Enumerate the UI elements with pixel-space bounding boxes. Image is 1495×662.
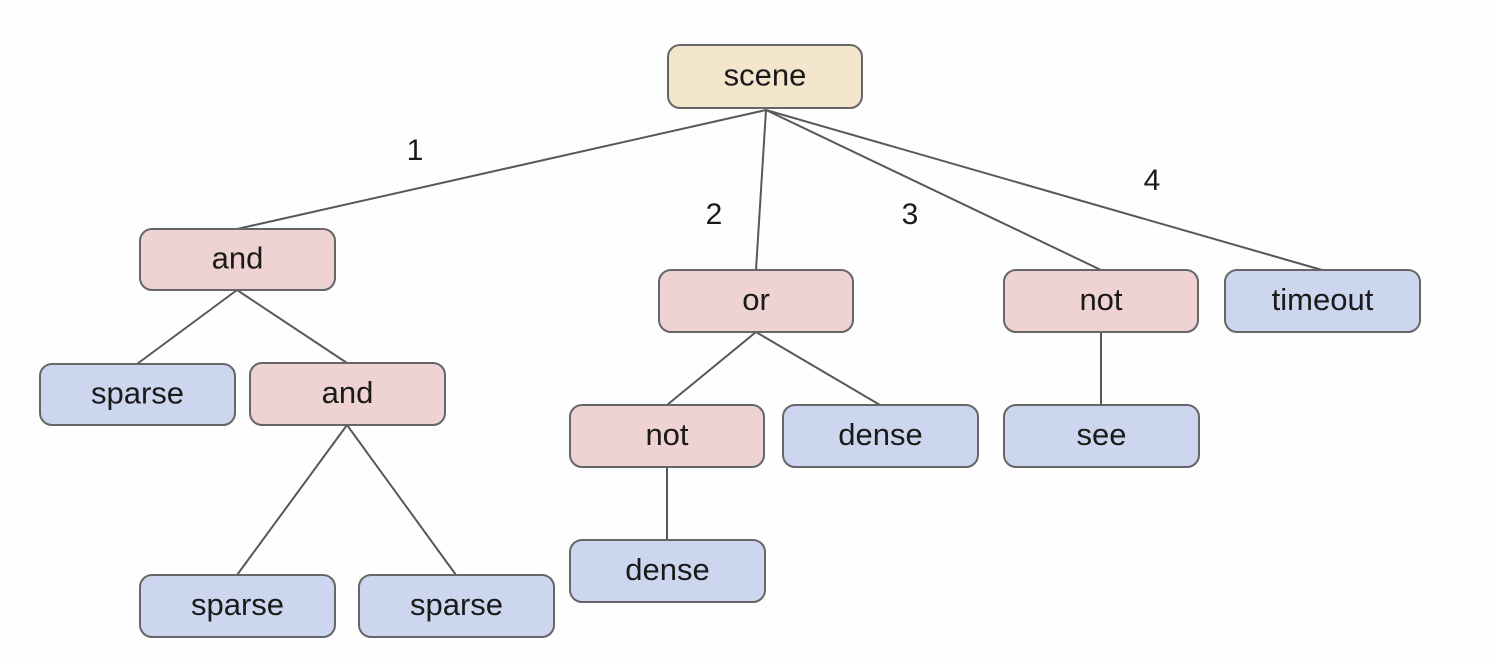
node-or1[interactable]: or — [658, 269, 854, 333]
node-timeout[interactable]: timeout — [1224, 269, 1421, 333]
edge-and2-to-sparse2 — [236, 424, 348, 576]
edge-scene-to-or1 — [755, 109, 767, 271]
edge-or1-to-dense1 — [755, 331, 881, 406]
edge-scene-to-timeout — [765, 109, 1323, 271]
edge-or1-to-not2 — [666, 331, 757, 406]
node-sparse2[interactable]: sparse — [139, 574, 336, 638]
node-not1[interactable]: not — [1003, 269, 1199, 333]
edge-and2-to-sparse3 — [346, 424, 457, 576]
node-box-see[interactable] — [1003, 404, 1200, 468]
node-box-scene[interactable] — [667, 44, 863, 109]
edge-scene-to-not1 — [765, 109, 1102, 271]
node-sparse1[interactable]: sparse — [39, 363, 236, 426]
node-see[interactable]: see — [1003, 404, 1200, 468]
node-dense1[interactable]: dense — [782, 404, 979, 468]
node-box-not1[interactable] — [1003, 269, 1199, 333]
node-scene[interactable]: scene — [667, 44, 863, 109]
node-sparse3[interactable]: sparse — [358, 574, 555, 638]
node-box-timeout[interactable] — [1224, 269, 1421, 333]
node-dense2[interactable]: dense — [569, 539, 766, 603]
node-and1[interactable]: and — [139, 228, 336, 291]
edge-scene-to-and1 — [236, 109, 767, 230]
edge-and1-to-and2 — [236, 289, 348, 364]
edge-labels-layer: 1 2 3 4 — [407, 134, 1161, 231]
node-box-sparse1[interactable] — [39, 363, 236, 426]
node-box-dense1[interactable] — [782, 404, 979, 468]
edge-label-4: 4 — [1144, 164, 1161, 197]
node-box-or1[interactable] — [658, 269, 854, 333]
node-not2[interactable]: not — [569, 404, 765, 468]
edges-layer — [136, 109, 1323, 576]
node-box-sparse3[interactable] — [358, 574, 555, 638]
node-and2[interactable]: and — [249, 362, 446, 426]
node-box-and1[interactable] — [139, 228, 336, 291]
node-box-and2[interactable] — [249, 362, 446, 426]
node-box-dense2[interactable] — [569, 539, 766, 603]
node-box-sparse2[interactable] — [139, 574, 336, 638]
edge-label-3: 3 — [902, 198, 919, 231]
edge-and1-to-sparse1 — [136, 289, 238, 365]
edge-label-1: 1 — [407, 134, 424, 167]
node-box-not2[interactable] — [569, 404, 765, 468]
edge-label-2: 2 — [706, 198, 723, 231]
